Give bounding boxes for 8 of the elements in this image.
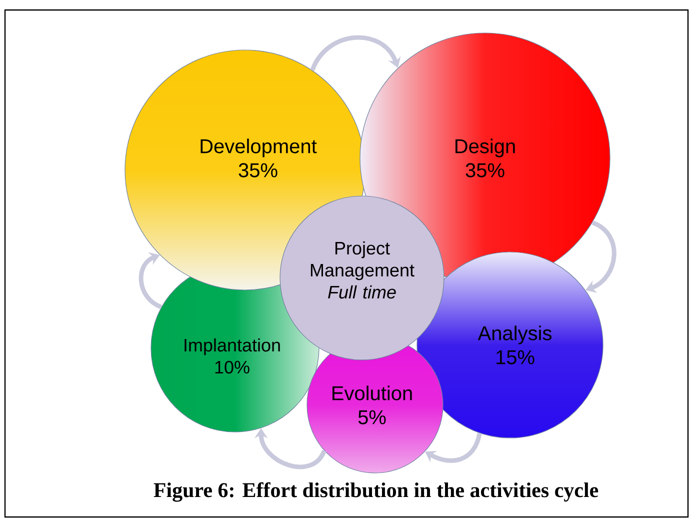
curved-arrow bbox=[138, 252, 162, 310]
activity-label: Development 35% bbox=[200, 138, 317, 178]
activity-label: Analysis 15% bbox=[478, 326, 552, 364]
activity-label: Design 35% bbox=[456, 138, 515, 178]
curved-arrow bbox=[310, 35, 401, 72]
caption: Figure 6: Effort distribution in the activities cycle bbox=[154, 482, 598, 502]
activity-label: Project Management Full time bbox=[310, 241, 414, 299]
activity-label: Evolution 5% bbox=[332, 386, 412, 424]
